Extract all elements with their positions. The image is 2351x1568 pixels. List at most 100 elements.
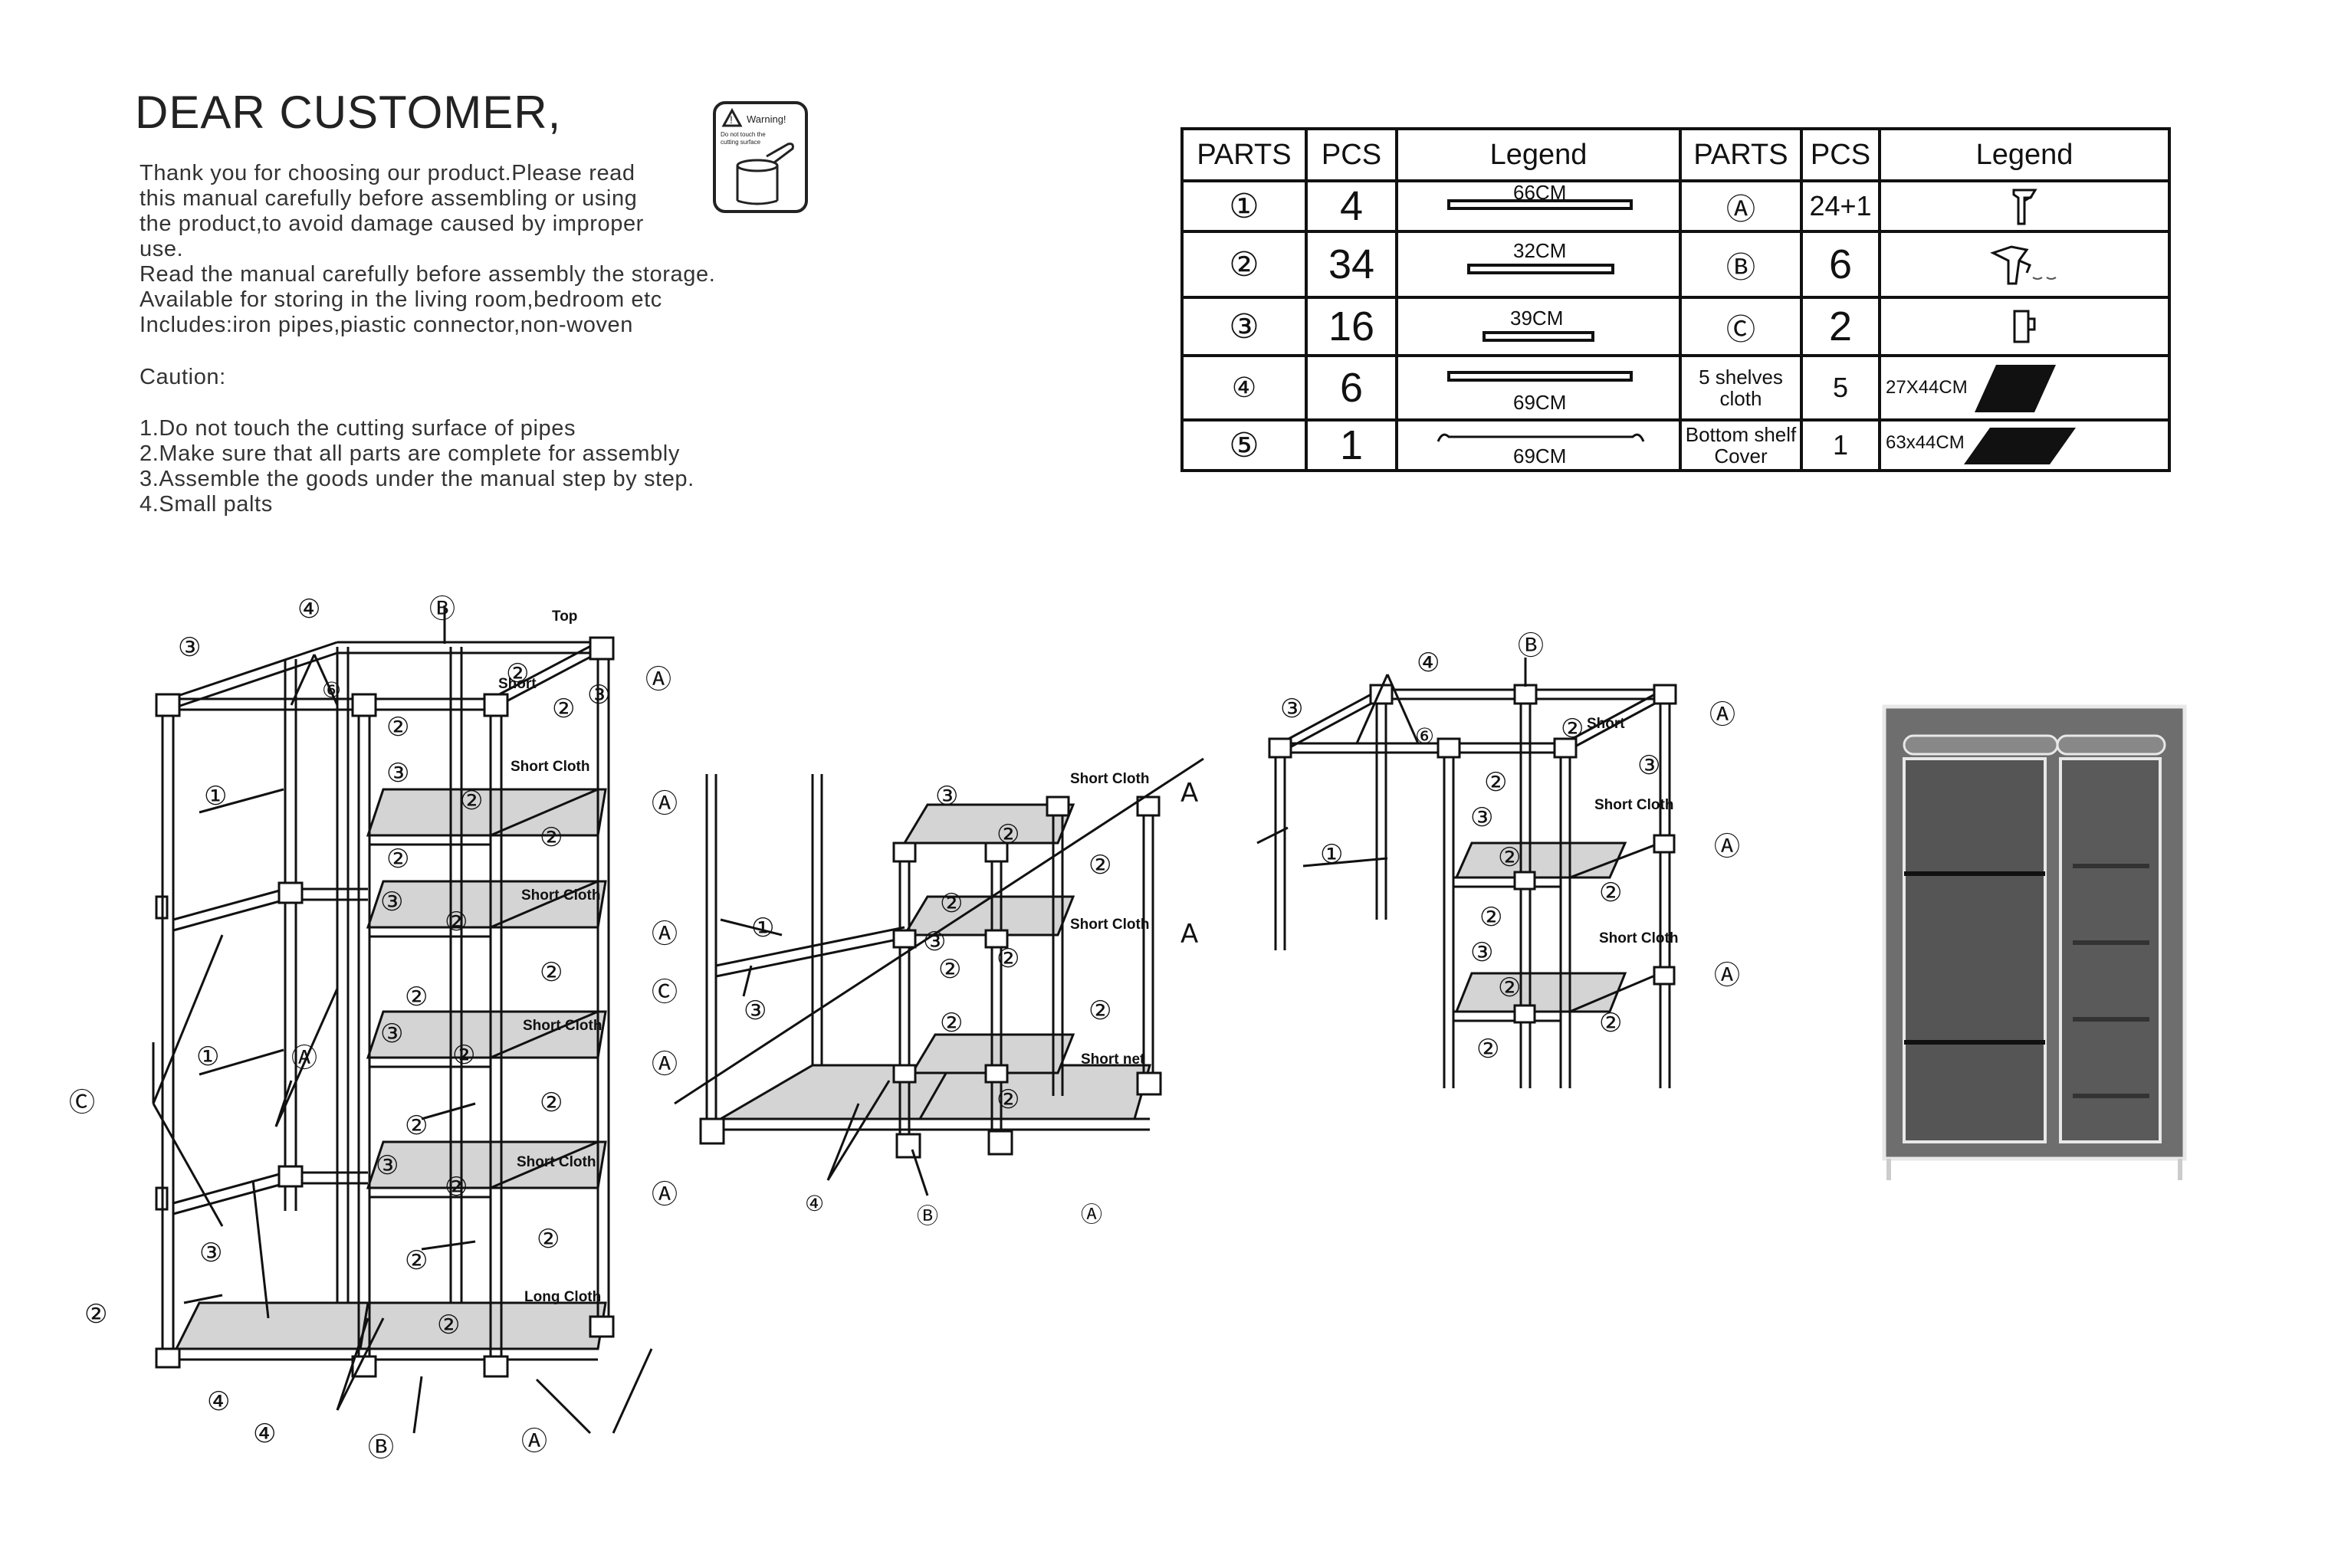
intro-line: Read the manual carefully before assembl… xyxy=(140,262,716,287)
a-label: A xyxy=(1180,778,1198,809)
caution-label: Caution: xyxy=(140,365,226,389)
part-2-label: ② xyxy=(537,1224,560,1255)
part-letter: Ⓑ xyxy=(1679,230,1803,299)
part-2-label: ② xyxy=(405,982,428,1012)
part-2-label: ② xyxy=(405,1245,428,1276)
legend-cell: 39CM xyxy=(1395,296,1682,357)
partial-frame-diagram: Short Short Cloth Short Cloth ③ ④ Ⓑ ⑥ ② … xyxy=(1268,631,1740,1088)
pcs-count: 34 xyxy=(1305,230,1398,299)
part-a-label: Ⓐ xyxy=(291,1043,317,1074)
part-6-label: ⑥ xyxy=(1415,723,1434,749)
part-number: ③ xyxy=(1180,296,1308,357)
short-net-label: Short net xyxy=(1081,1051,1145,1068)
short-label: Short xyxy=(1587,716,1625,732)
part-3-label: ③ xyxy=(386,758,409,789)
base-shelves-diagram: Short Cloth Short Cloth Short net A A ③ … xyxy=(652,757,1289,1228)
part-6-label: ⑥ xyxy=(322,677,341,703)
page-title: DEAR CUSTOMER, xyxy=(135,87,562,138)
part-2-label: ② xyxy=(1498,842,1521,873)
table-row: ① 4 66CM Ⓐ 24+1 xyxy=(1180,179,2171,233)
part-2-label: ② xyxy=(1476,1034,1499,1064)
part-2-label: ② xyxy=(1484,767,1507,798)
short-cloth-label: Short Cloth xyxy=(1599,930,1678,946)
part-3-label: ③ xyxy=(923,927,946,957)
part-2-label: ② xyxy=(938,954,961,985)
part-4-label: ④ xyxy=(805,1191,824,1216)
part-a-label: Ⓐ xyxy=(1709,700,1735,730)
part-2-label: ② xyxy=(1088,850,1111,881)
part-2-label: ② xyxy=(1599,877,1622,908)
length-label: 69CM xyxy=(1513,391,1567,414)
intro-line: the product,to avoid damage caused by im… xyxy=(140,212,644,236)
part-2-label: ② xyxy=(997,943,1020,974)
short-cloth-label: Short Cloth xyxy=(517,1154,596,1170)
part-4-label: ④ xyxy=(207,1386,230,1417)
part-b-label: Ⓑ xyxy=(1518,631,1544,661)
column-header: PARTS xyxy=(1679,127,1803,182)
caution-item: 2.Make sure that all parts are complete … xyxy=(140,441,680,466)
part-a-label: Ⓐ xyxy=(652,1049,678,1080)
part-2-label: ② xyxy=(386,844,409,874)
warning-text: cutting surface xyxy=(721,139,761,146)
part-a-label: Ⓐ xyxy=(521,1426,547,1457)
part-2-label: ② xyxy=(84,1299,107,1330)
part-number: ② xyxy=(1180,230,1308,299)
part-c-label: Ⓒ xyxy=(69,1087,95,1118)
part-a-label: Ⓐ xyxy=(652,919,678,950)
pcs-count: 6 xyxy=(1305,354,1398,422)
table-row: ② 34 32CM Ⓑ 6 xyxy=(1180,230,2171,299)
part-letter: Ⓒ xyxy=(1679,296,1803,357)
length-label: 69CM xyxy=(1513,444,1567,467)
part-2-label: ② xyxy=(452,1040,475,1071)
part-a-label: Ⓐ xyxy=(1714,832,1740,862)
table-header-row: PARTS PCS Legend PARTS PCS Legend xyxy=(1180,127,2171,182)
part-2-label: ② xyxy=(1088,996,1111,1026)
pcs-count: 4 xyxy=(1305,179,1398,233)
part-b-label: Ⓑ xyxy=(429,594,455,625)
part-3-label: ③ xyxy=(1637,750,1660,781)
top-label: Top xyxy=(552,609,577,625)
part-4-label: ④ xyxy=(253,1419,276,1449)
part-3-label: ③ xyxy=(376,1150,399,1181)
part-2-label: ② xyxy=(386,712,409,743)
part-3-label: ③ xyxy=(199,1238,222,1268)
part-4-label: ④ xyxy=(1417,648,1440,678)
a-label: A xyxy=(1180,919,1198,950)
part-1-label: ① xyxy=(196,1042,219,1072)
part-3-label: ③ xyxy=(744,996,767,1026)
full-frame-diagram: Top Short Short Cloth Short Cloth Short … xyxy=(69,594,678,1463)
legend-cell xyxy=(1878,230,2171,299)
part-b-label: Ⓑ xyxy=(917,1203,938,1228)
legend-cell: 69CM xyxy=(1395,418,1682,472)
b-connector-icon xyxy=(1990,245,2057,285)
part-2-label: ② xyxy=(940,888,963,919)
pipe-bar xyxy=(1447,371,1633,382)
column-header: PCS xyxy=(1800,127,1881,182)
part-name: Bottom shelf Cover xyxy=(1679,418,1803,472)
legend-cell: 69CM xyxy=(1395,354,1682,422)
legend-cell: 66CM xyxy=(1395,179,1682,233)
pcs-count: 16 xyxy=(1305,296,1398,357)
legend-cell: 63x44CM xyxy=(1878,418,2171,472)
part-3-label: ③ xyxy=(1470,802,1493,833)
part-2-label: ② xyxy=(997,819,1020,850)
caution-item: 3.Assemble the goods under the manual st… xyxy=(140,467,694,491)
intro-line: Available for storing in the living room… xyxy=(140,287,662,312)
part-1-label: ① xyxy=(751,913,774,943)
part-a-label: Ⓐ xyxy=(1714,960,1740,991)
table-row: ⑤ 1 69CM Bottom shelf Cover 1 63x44CM xyxy=(1180,418,2171,472)
part-3-label: ③ xyxy=(380,887,403,917)
length-label: 66CM xyxy=(1513,181,1567,204)
part-2-label: ② xyxy=(540,1087,563,1118)
part-2-label: ② xyxy=(540,957,563,988)
column-header: PCS xyxy=(1305,127,1398,182)
caution-item: 4.Small palts xyxy=(140,492,273,517)
pipe-bar xyxy=(1467,264,1614,274)
svg-text:!: ! xyxy=(730,113,733,126)
shelf-cloth-icon xyxy=(1975,365,2056,412)
pipe-bar xyxy=(1483,331,1594,342)
part-2-label: ② xyxy=(405,1110,428,1141)
short-cloth-label: Short Cloth xyxy=(523,1018,602,1034)
part-2-label: ② xyxy=(552,694,575,724)
intro-line: this manual carefully before assembling … xyxy=(140,186,638,211)
